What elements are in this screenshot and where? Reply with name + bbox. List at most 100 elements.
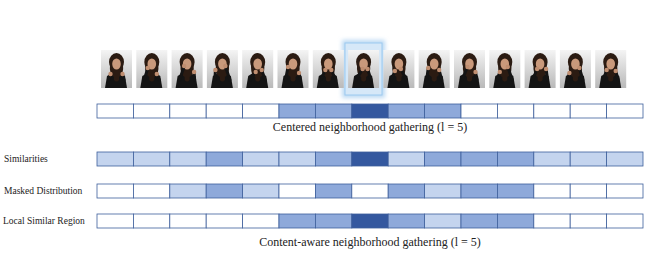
signer-hand bbox=[360, 67, 364, 71]
signer-hand bbox=[465, 65, 469, 69]
frame-cell bbox=[388, 214, 424, 228]
frame-cell bbox=[279, 214, 315, 228]
cell-row bbox=[97, 214, 643, 228]
signer-hand bbox=[182, 64, 186, 68]
signer-hand bbox=[213, 68, 217, 72]
video-frame bbox=[278, 50, 309, 88]
row-label: Local Similar Region bbox=[3, 214, 85, 228]
frame-background bbox=[419, 50, 450, 88]
frame-cell bbox=[133, 152, 169, 166]
frame-cell bbox=[425, 104, 461, 118]
signer-face bbox=[112, 58, 121, 69]
video-frame bbox=[242, 50, 273, 88]
frame-cell bbox=[570, 214, 606, 228]
frame-cell bbox=[388, 104, 424, 118]
frame-highlight bbox=[342, 40, 385, 98]
frame-cell bbox=[97, 152, 133, 166]
frame-cell bbox=[352, 152, 388, 166]
frame-cell bbox=[206, 152, 242, 166]
frame-cell bbox=[243, 104, 279, 118]
signer-hand bbox=[329, 68, 333, 72]
frame-cell bbox=[243, 152, 279, 166]
frame-cell bbox=[570, 184, 606, 198]
signer-hand bbox=[192, 70, 196, 74]
frame-background bbox=[207, 50, 238, 88]
frame-cell bbox=[425, 152, 461, 166]
frame-cell bbox=[425, 184, 461, 198]
frame-cell bbox=[497, 152, 533, 166]
signer-hand bbox=[399, 67, 403, 71]
frame-background bbox=[278, 50, 309, 88]
signer-hand bbox=[108, 72, 112, 76]
frame-background bbox=[560, 50, 591, 88]
video-frame bbox=[454, 50, 485, 88]
signer-face bbox=[501, 58, 510, 69]
frame-cell bbox=[607, 184, 643, 198]
video-frame bbox=[419, 50, 450, 88]
frame-cell bbox=[461, 104, 497, 118]
frame-cell bbox=[170, 104, 206, 118]
frame-cell bbox=[170, 184, 206, 198]
frame-cell bbox=[534, 152, 570, 166]
signer-hand bbox=[567, 71, 571, 75]
frame-cell bbox=[206, 214, 242, 228]
frame-cell bbox=[461, 152, 497, 166]
row-label: Masked Distribution bbox=[4, 184, 82, 198]
video-frame bbox=[136, 50, 167, 88]
signer-hand bbox=[323, 68, 327, 72]
signer-hand bbox=[260, 68, 264, 72]
frame-background bbox=[525, 50, 556, 88]
frame-cell bbox=[534, 184, 570, 198]
cell-row bbox=[97, 152, 643, 166]
frame-cell bbox=[534, 214, 570, 228]
signer-hand bbox=[498, 70, 502, 74]
video-frame bbox=[172, 50, 203, 88]
frame-cell bbox=[133, 214, 169, 228]
row-label: Similarities bbox=[4, 152, 48, 166]
signer-hand bbox=[146, 66, 150, 70]
video-frame bbox=[489, 50, 520, 88]
frame-cell bbox=[607, 214, 643, 228]
frame-cell bbox=[279, 184, 315, 198]
frame-cell bbox=[206, 184, 242, 198]
frame-cell bbox=[461, 214, 497, 228]
signer-hand bbox=[437, 68, 441, 72]
caption: Content-aware neighborhood gathering (l … bbox=[259, 235, 481, 249]
frame-background bbox=[172, 50, 203, 88]
frame-background bbox=[454, 50, 485, 88]
signer-face bbox=[253, 58, 262, 69]
signer-hand bbox=[473, 70, 477, 74]
frame-background bbox=[489, 50, 520, 88]
signer-face bbox=[465, 58, 474, 69]
signer-hand bbox=[577, 66, 581, 70]
signer-hand bbox=[605, 68, 609, 72]
signer-hand bbox=[535, 67, 539, 71]
frame-cell bbox=[425, 214, 461, 228]
frame-cell bbox=[170, 214, 206, 228]
frame-cell bbox=[243, 184, 279, 198]
frame-cell bbox=[206, 104, 242, 118]
frame-cell bbox=[461, 184, 497, 198]
frame-background bbox=[348, 50, 379, 88]
signer-face bbox=[218, 58, 227, 69]
frame-cell bbox=[133, 104, 169, 118]
frame-cell bbox=[97, 104, 133, 118]
frame-cell bbox=[279, 104, 315, 118]
frame-background bbox=[595, 50, 626, 88]
cell-row bbox=[97, 104, 643, 118]
frame-cell bbox=[243, 214, 279, 228]
frame-cell bbox=[388, 184, 424, 198]
frame-cell bbox=[97, 214, 133, 228]
frame-background bbox=[383, 50, 414, 88]
frame-cell bbox=[315, 184, 351, 198]
video-frame bbox=[383, 50, 414, 88]
signer-face bbox=[430, 58, 439, 69]
video-frame bbox=[101, 50, 132, 88]
frame-cell bbox=[570, 104, 606, 118]
signer-hand bbox=[120, 72, 124, 76]
video-frame bbox=[313, 50, 344, 88]
signer-hand bbox=[365, 67, 369, 71]
signer-hand bbox=[393, 69, 397, 73]
frame-cell bbox=[279, 152, 315, 166]
signer-hand bbox=[286, 65, 290, 69]
